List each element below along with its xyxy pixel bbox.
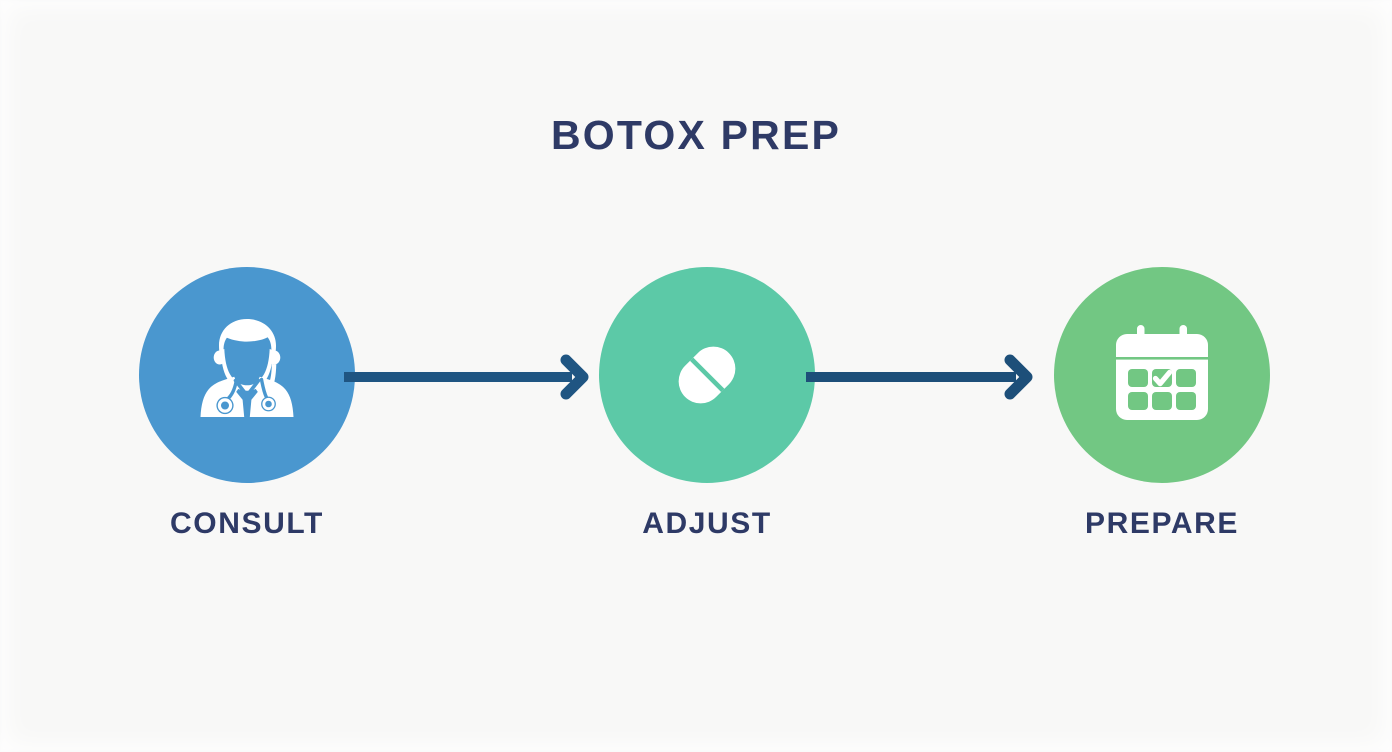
step-icon-circle-adjust xyxy=(599,267,815,483)
step-icon-circle-consult xyxy=(139,267,355,483)
pill-capsule-icon xyxy=(678,346,736,404)
arrow-right-icon xyxy=(806,354,1033,400)
process-step-prepare[interactable]: PREPARE xyxy=(1054,267,1270,567)
connector-consult-to-adjust xyxy=(344,353,594,401)
step-label-adjust: ADJUST xyxy=(642,507,772,540)
calendar-check-icon xyxy=(1116,325,1208,420)
connector-adjust-to-prepare xyxy=(806,353,1038,401)
step-icon-circle-prepare xyxy=(1054,267,1270,483)
page-title: BOTOX PREP xyxy=(550,112,842,158)
process-step-consult[interactable]: CONSULT xyxy=(139,267,355,567)
doctor-icon xyxy=(200,319,294,419)
arrow-right-icon xyxy=(344,354,589,400)
step-label-consult: CONSULT xyxy=(170,507,324,540)
process-step-adjust[interactable]: ADJUST xyxy=(599,267,815,567)
step-label-prepare: PREPARE xyxy=(1084,507,1239,540)
